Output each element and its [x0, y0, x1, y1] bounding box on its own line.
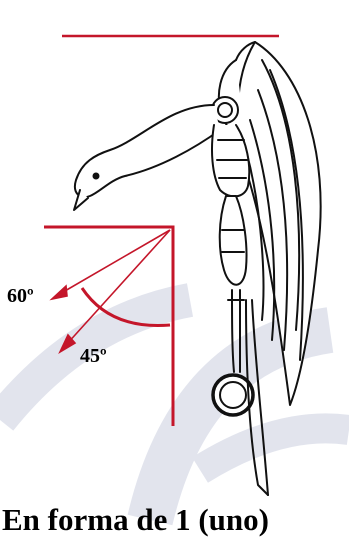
figure-caption: En forma de 1 (uno) [2, 502, 269, 538]
angle-label-45: 45º [80, 345, 107, 368]
angle-label-60: 60º [7, 285, 34, 308]
angle-arrow-60 [52, 230, 170, 299]
